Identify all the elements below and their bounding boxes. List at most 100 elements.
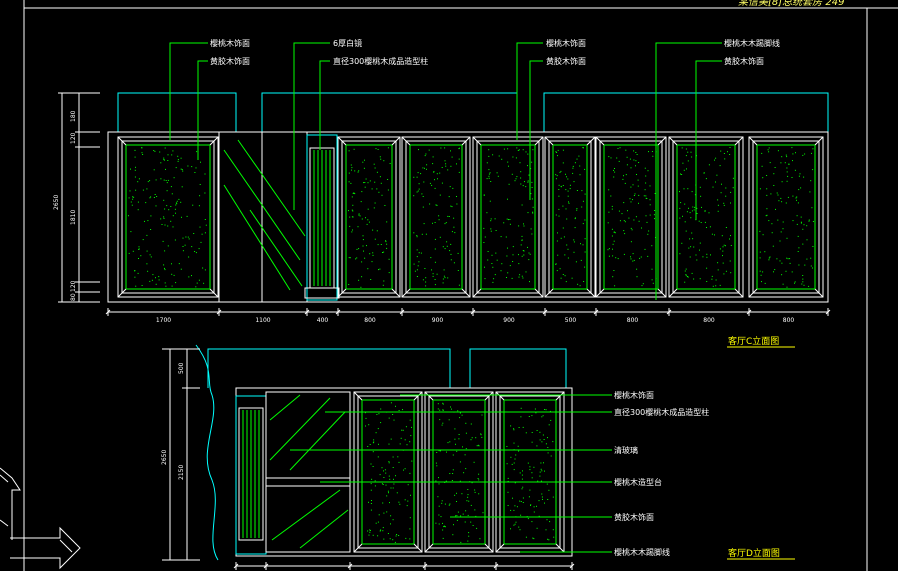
panel-speckle <box>442 282 444 284</box>
panel-speckle <box>468 500 470 502</box>
panel-speckle <box>802 154 804 156</box>
panel-speckle <box>153 169 155 171</box>
panel-bevel <box>555 391 565 401</box>
panel-speckle <box>409 517 411 519</box>
panel-speckle <box>638 162 640 163</box>
wall-panels-d <box>353 391 565 553</box>
panel-speckle <box>163 216 165 218</box>
panel-speckle <box>782 221 784 223</box>
panel-speckle <box>685 275 687 277</box>
panel-veneer <box>603 144 659 290</box>
panel-speckle <box>761 281 762 283</box>
panel-speckle <box>806 258 808 260</box>
panel-speckle <box>573 239 575 241</box>
panel-speckle <box>768 147 770 149</box>
panel-speckle <box>791 177 793 178</box>
panel-speckle <box>651 151 653 152</box>
panel-speckle <box>404 468 406 470</box>
panel-speckle <box>379 474 381 476</box>
panel-speckle <box>164 208 166 210</box>
panel-speckle <box>809 191 811 193</box>
panel-speckle <box>442 409 444 411</box>
panel-speckle <box>379 176 381 178</box>
panel-speckle <box>434 279 436 280</box>
panel-speckle <box>467 540 469 542</box>
panel-speckle <box>488 169 490 171</box>
panel-speckle <box>369 253 371 255</box>
panel-speckle <box>383 280 385 282</box>
panel-speckle <box>370 279 372 280</box>
height-dim-text-c: 2650 120 180 1810 120 80 <box>53 110 77 301</box>
panel-speckle <box>501 158 503 160</box>
panel-speckle <box>636 276 638 278</box>
label-d-2: 直径300樱桃木成品造型柱 <box>614 407 709 417</box>
panel-speckle <box>693 278 695 280</box>
panel-speckle <box>528 496 530 498</box>
panel-speckle <box>472 525 474 526</box>
panel-speckle <box>550 455 552 457</box>
panel-bevel <box>657 288 667 298</box>
panel-speckle <box>477 478 479 479</box>
panel-speckle <box>438 505 440 507</box>
panel-speckle <box>487 259 489 261</box>
panel-bevel <box>472 136 482 146</box>
panel-speckle <box>146 234 148 236</box>
label-d-6: 樱桃木木踢脚线 <box>614 547 670 557</box>
label-c-5: 樱桃木饰面 <box>546 38 586 48</box>
panel-speckle <box>635 160 637 162</box>
panel-speckle <box>542 415 544 417</box>
panel-speckle <box>528 174 530 176</box>
panel-speckle <box>134 176 136 178</box>
panel-speckle <box>512 254 514 256</box>
panel-speckle <box>636 174 637 175</box>
panel-speckle <box>582 223 584 225</box>
panel-speckle <box>137 272 139 274</box>
panel-speckle <box>448 196 450 198</box>
panel-outer-frame <box>472 136 544 298</box>
panel-bevel <box>595 136 605 146</box>
panel-speckle <box>552 529 554 531</box>
panel-speckle <box>560 170 562 172</box>
panel-speckle <box>532 206 534 208</box>
panel-speckle <box>492 154 494 156</box>
panel-speckle <box>613 270 615 271</box>
panel-speckle <box>170 186 172 188</box>
panel-speckle <box>137 209 139 211</box>
panel-speckle <box>522 426 524 428</box>
panel-speckle <box>509 219 511 220</box>
panel-speckle <box>513 509 515 511</box>
panel-speckle <box>637 179 639 181</box>
panel-speckle <box>441 167 443 168</box>
panel-speckle <box>525 151 527 153</box>
width-dim-c-tick-mark <box>335 309 341 315</box>
panel-speckle <box>500 270 502 272</box>
panel-speckle <box>465 510 467 512</box>
panel-speckle <box>473 461 475 463</box>
panel-speckle <box>571 277 573 279</box>
panel-speckle <box>630 227 632 229</box>
panel-bevel <box>595 288 605 298</box>
panel-speckle <box>542 434 544 436</box>
panel-speckle <box>453 262 455 264</box>
panel-outer-frame <box>544 136 596 298</box>
panel-speckle <box>572 172 574 174</box>
panel-speckle <box>573 241 575 243</box>
panel-speckle <box>385 472 387 474</box>
panel-speckle <box>531 441 533 443</box>
panel-speckle <box>414 270 416 272</box>
panel-speckle <box>614 231 615 233</box>
panel-speckle <box>383 160 385 162</box>
panel-speckle <box>516 506 518 508</box>
panel-speckle <box>409 472 411 474</box>
panel-speckle <box>512 246 514 248</box>
panel-speckle <box>373 207 375 209</box>
panel-speckle <box>579 174 581 176</box>
panel-speckle <box>444 160 446 162</box>
panel-speckle <box>370 463 372 465</box>
panel-speckle <box>507 480 509 482</box>
panel-bevel <box>586 288 596 298</box>
panel-speckle <box>514 505 516 507</box>
panel-speckle <box>162 240 164 242</box>
panel-speckle <box>138 246 140 248</box>
panel-speckle <box>134 276 136 278</box>
